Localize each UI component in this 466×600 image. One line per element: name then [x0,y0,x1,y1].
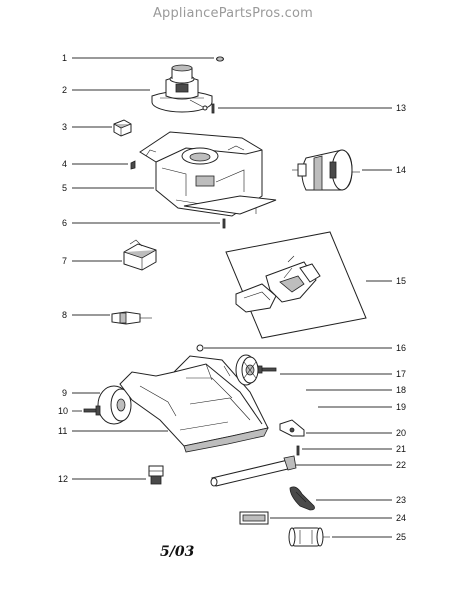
part-11-main-base[interactable] [119,355,269,453]
part-6-screw[interactable] [222,218,226,229]
rear-wheel [235,354,259,386]
callout-16: 16 [396,343,406,353]
callout-10: 10 [58,406,68,416]
callout-9: 9 [62,388,67,398]
part-20-lever[interactable] [279,419,305,437]
callout-18: 18 [396,385,406,395]
callout-5: 5 [62,183,67,193]
part-24-filter-pad[interactable] [239,511,269,525]
callout-25: 25 [396,532,406,542]
callout-1: 1 [62,53,67,63]
callout-11: 11 [58,426,67,436]
part-8-connector[interactable] [111,311,152,325]
part-9-wheel[interactable] [97,385,132,425]
callout-14: 14 [396,165,406,175]
part-1-screw[interactable] [216,56,224,62]
part-15-inset-box[interactable] [225,231,367,339]
callout-20: 20 [396,428,406,438]
part-10-axle-screw[interactable] [83,405,101,416]
callout-22: 22 [396,460,406,470]
callout-12: 12 [58,474,68,484]
part-13-screw[interactable] [211,103,215,114]
callout-4: 4 [62,159,67,169]
part-16-ring[interactable] [196,344,204,352]
part-14-cylinder-motor[interactable] [292,149,360,191]
part-5-motor-housing[interactable] [139,131,277,217]
callout-7: 7 [62,256,67,266]
callout-13: 13 [396,103,406,113]
part-7-bracket[interactable] [123,239,157,271]
callout-2: 2 [62,85,67,95]
callout-17: 17 [396,369,406,379]
part-22-tube[interactable] [210,455,297,487]
callout-24: 24 [396,513,406,523]
revision-date: 5/03 [160,544,195,560]
callout-8: 8 [62,310,67,320]
part-17-screw[interactable] [257,365,277,374]
part-4-clip[interactable] [130,160,136,170]
callout-15: 15 [396,276,406,286]
callout-23: 23 [396,495,406,505]
callout-6: 6 [62,218,67,228]
callout-19: 19 [396,402,406,412]
part-21-pin[interactable] [296,445,300,456]
part-12-cap[interactable] [148,465,164,485]
leader-lines [72,57,392,538]
part-25-brush-roll[interactable] [288,527,330,547]
callout-numbers: 1 2 3 4 5 6 7 8 9 10 11 12 13 14 15 16 1… [58,53,406,542]
part-3-block[interactable] [113,119,132,137]
part-23-belt[interactable] [289,486,315,511]
callout-3: 3 [62,122,67,132]
callout-21: 21 [396,444,406,454]
part-2-motor[interactable] [151,64,213,113]
watermark: AppliancePartsPros.com [152,6,314,21]
